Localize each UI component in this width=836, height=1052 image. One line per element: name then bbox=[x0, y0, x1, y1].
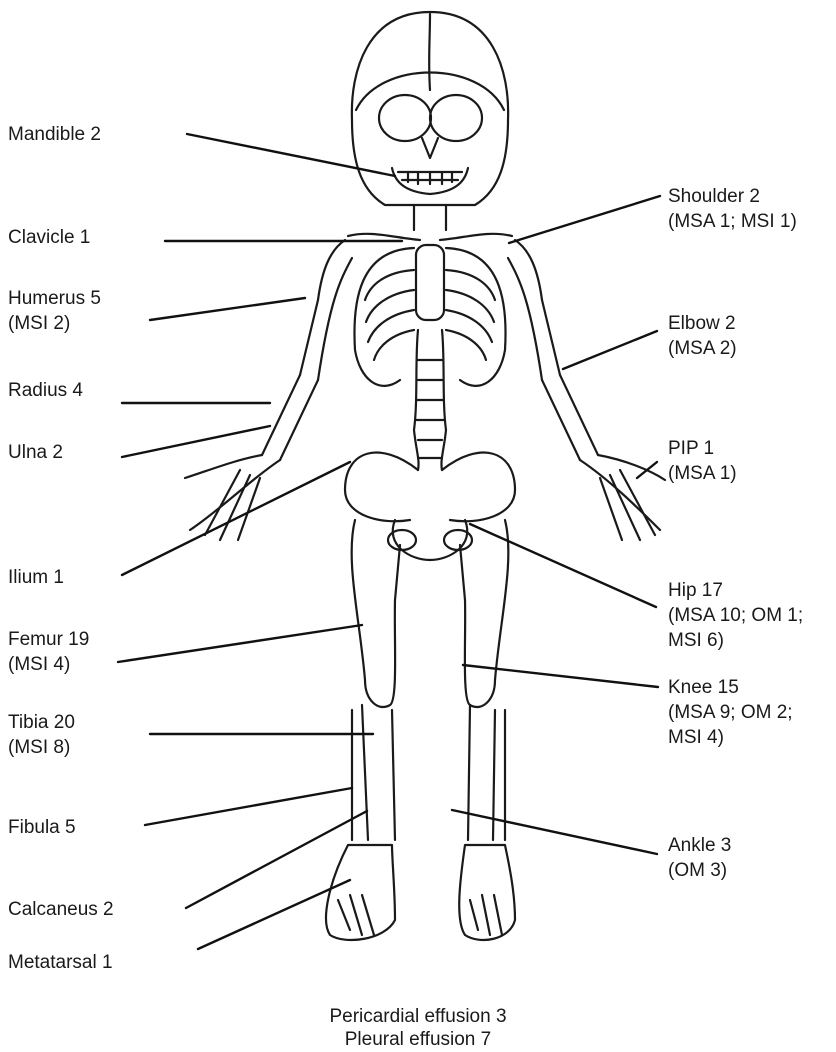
label-tibia-line2: (MSI 8) bbox=[8, 735, 75, 760]
leader-pip bbox=[637, 462, 657, 478]
label-pip-line1: PIP 1 bbox=[668, 436, 737, 461]
leader-calcaneus bbox=[186, 811, 367, 908]
leader-mandible bbox=[187, 134, 395, 176]
rib-cage-icon bbox=[354, 248, 505, 386]
label-tibia: Tibia 20 (MSI 8) bbox=[8, 710, 75, 760]
label-elbow: Elbow 2 (MSA 2) bbox=[668, 311, 737, 361]
left-arm-icon bbox=[185, 240, 352, 540]
label-tibia-line1: Tibia 20 bbox=[8, 710, 75, 735]
leader-ulna bbox=[122, 426, 270, 457]
label-elbow-line2: (MSA 2) bbox=[668, 336, 737, 361]
label-knee: Knee 15 (MSA 9; OM 2; MSI 4) bbox=[668, 675, 793, 750]
label-femur-line1: Femur 19 bbox=[8, 627, 89, 652]
clavicle-icon bbox=[348, 234, 512, 240]
right-leg-icon bbox=[459, 520, 515, 940]
right-arm-icon bbox=[508, 240, 665, 540]
spine-icon bbox=[414, 205, 446, 470]
mandible-icon bbox=[392, 168, 468, 194]
label-mandible: Mandible 2 bbox=[8, 122, 101, 147]
label-pip: PIP 1 (MSA 1) bbox=[668, 436, 737, 486]
label-knee-line1: Knee 15 bbox=[668, 675, 793, 700]
label-shoulder-line2: (MSA 1; MSI 1) bbox=[668, 209, 797, 234]
leader-shoulder bbox=[509, 196, 660, 243]
label-pip-line2: (MSA 1) bbox=[668, 461, 737, 486]
label-knee-line2: (MSA 9; OM 2; bbox=[668, 700, 793, 725]
label-clavicle-line1: Clavicle 1 bbox=[8, 225, 90, 250]
leader-ankle bbox=[452, 810, 657, 854]
label-hip-line2: (MSA 10; OM 1; bbox=[668, 603, 803, 628]
leader-elbow bbox=[563, 331, 657, 369]
label-metatarsal: Metatarsal 1 bbox=[8, 950, 113, 975]
leader-hip bbox=[470, 524, 656, 607]
label-radius: Radius 4 bbox=[8, 378, 83, 403]
label-ulna: Ulna 2 bbox=[8, 440, 63, 465]
leader-knee bbox=[463, 665, 658, 687]
label-calcaneus-line1: Calcaneus 2 bbox=[8, 897, 114, 922]
label-fibula: Fibula 5 bbox=[8, 815, 76, 840]
label-fibula-line1: Fibula 5 bbox=[8, 815, 76, 840]
label-knee-line3: MSI 4) bbox=[668, 725, 793, 750]
label-metatarsal-line1: Metatarsal 1 bbox=[8, 950, 113, 975]
label-radius-line1: Radius 4 bbox=[8, 378, 83, 403]
label-ilium-line1: Ilium 1 bbox=[8, 565, 64, 590]
label-ulna-line1: Ulna 2 bbox=[8, 440, 63, 465]
left-leg-icon bbox=[326, 520, 400, 940]
pelvis-icon bbox=[345, 453, 515, 560]
label-mandible-line1: Mandible 2 bbox=[8, 122, 101, 147]
label-clavicle: Clavicle 1 bbox=[8, 225, 90, 250]
label-elbow-line1: Elbow 2 bbox=[668, 311, 737, 336]
footer-pericardial: Pericardial effusion 3 bbox=[0, 1005, 836, 1028]
label-hip-line1: Hip 17 bbox=[668, 578, 803, 603]
label-ilium: Ilium 1 bbox=[8, 565, 64, 590]
label-hip-line3: MSI 6) bbox=[668, 628, 803, 653]
label-humerus: Humerus 5 (MSI 2) bbox=[8, 286, 101, 336]
label-ankle-line2: (OM 3) bbox=[668, 858, 731, 883]
label-femur-line2: (MSI 4) bbox=[8, 652, 89, 677]
label-humerus-line1: Humerus 5 bbox=[8, 286, 101, 311]
label-calcaneus: Calcaneus 2 bbox=[8, 897, 114, 922]
label-hip: Hip 17 (MSA 10; OM 1; MSI 6) bbox=[668, 578, 803, 653]
footer-notes: Pericardial effusion 3 Pleural effusion … bbox=[0, 1005, 836, 1051]
label-shoulder-line1: Shoulder 2 bbox=[668, 184, 797, 209]
label-shoulder: Shoulder 2 (MSA 1; MSI 1) bbox=[668, 184, 797, 234]
label-ankle: Ankle 3 (OM 3) bbox=[668, 833, 731, 883]
label-humerus-line2: (MSI 2) bbox=[8, 311, 101, 336]
leader-femur bbox=[118, 625, 362, 662]
leader-humerus bbox=[150, 298, 305, 320]
leader-fibula bbox=[145, 788, 352, 825]
label-ankle-line1: Ankle 3 bbox=[668, 833, 731, 858]
footer-pleural: Pleural effusion 7 bbox=[0, 1028, 836, 1051]
label-femur: Femur 19 (MSI 4) bbox=[8, 627, 89, 677]
